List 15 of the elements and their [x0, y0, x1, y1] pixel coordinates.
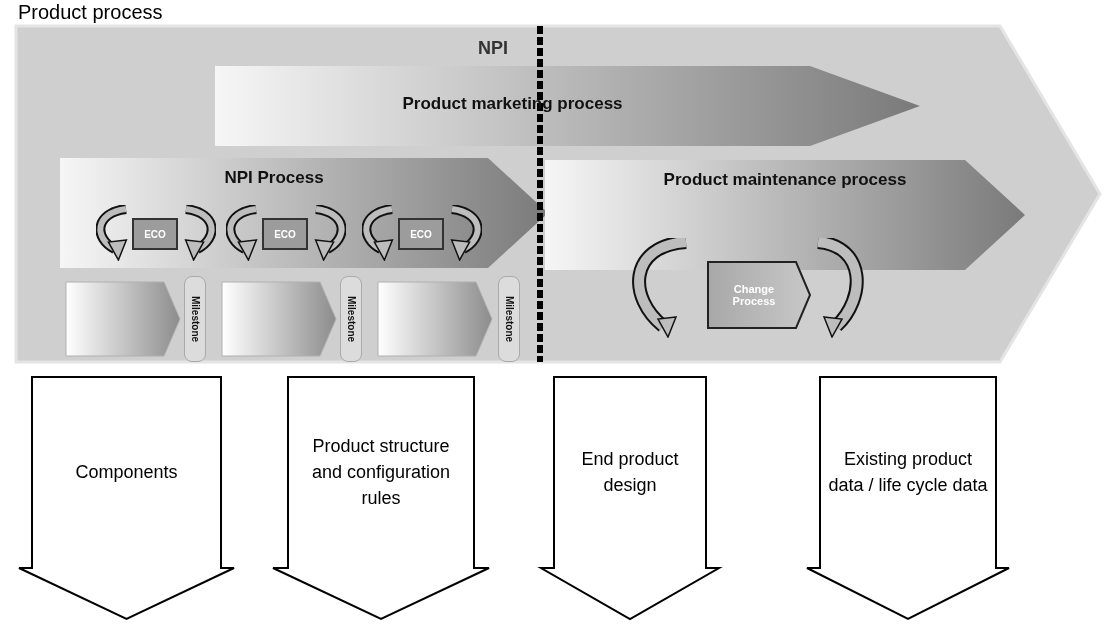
- arrow-label: Components: [75, 460, 178, 484]
- band-label: NPI: [478, 38, 508, 58]
- eco-box: ECO: [132, 218, 178, 250]
- eco-box: ECO: [262, 218, 308, 250]
- milestone-tab: Milestone: [184, 276, 206, 362]
- eco-box: ECO: [398, 218, 444, 250]
- arrow-label: Existing product data / life cycle data: [828, 447, 988, 497]
- milestone-tab: Milestone: [498, 276, 520, 362]
- arrow-label: Product structure and configuration rules: [310, 434, 452, 511]
- diagram-title: Product process: [18, 1, 163, 24]
- process-label: NPI Process: [224, 168, 324, 187]
- process-label: Product maintenance process: [663, 170, 907, 189]
- arrow-label: End product design: [580, 447, 680, 497]
- change-process-label: Change Process: [731, 283, 777, 307]
- milestone-tab: Milestone: [340, 276, 362, 362]
